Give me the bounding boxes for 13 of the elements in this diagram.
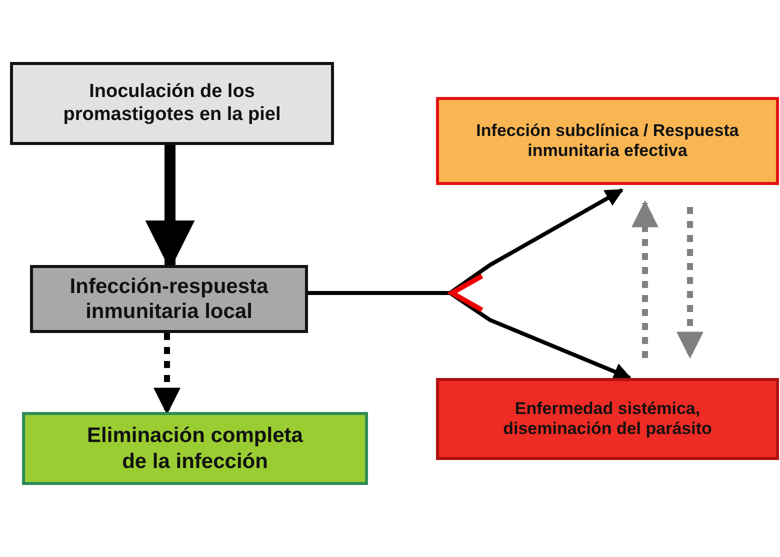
arrow bbox=[632, 200, 658, 358]
arrow bbox=[676, 207, 704, 359]
node-text: Eliminación completa de la infección bbox=[86, 423, 304, 474]
outcome-box bbox=[436, 97, 779, 185]
process-box bbox=[10, 62, 334, 145]
node-text: Infección subclínica / Respuesta inmunitaria efectiva bbox=[475, 120, 740, 162]
node-text: Inoculación de los promastigotes en la piel bbox=[63, 80, 281, 126]
outcome-box bbox=[436, 378, 779, 460]
outcome-box bbox=[22, 412, 368, 485]
arrow bbox=[154, 333, 180, 415]
node-text: Infección-respuesta inmunitaria local bbox=[68, 274, 270, 324]
node-text: Enfermedad sistémica, diseminación del parásito bbox=[502, 398, 713, 440]
process-box bbox=[30, 265, 308, 333]
